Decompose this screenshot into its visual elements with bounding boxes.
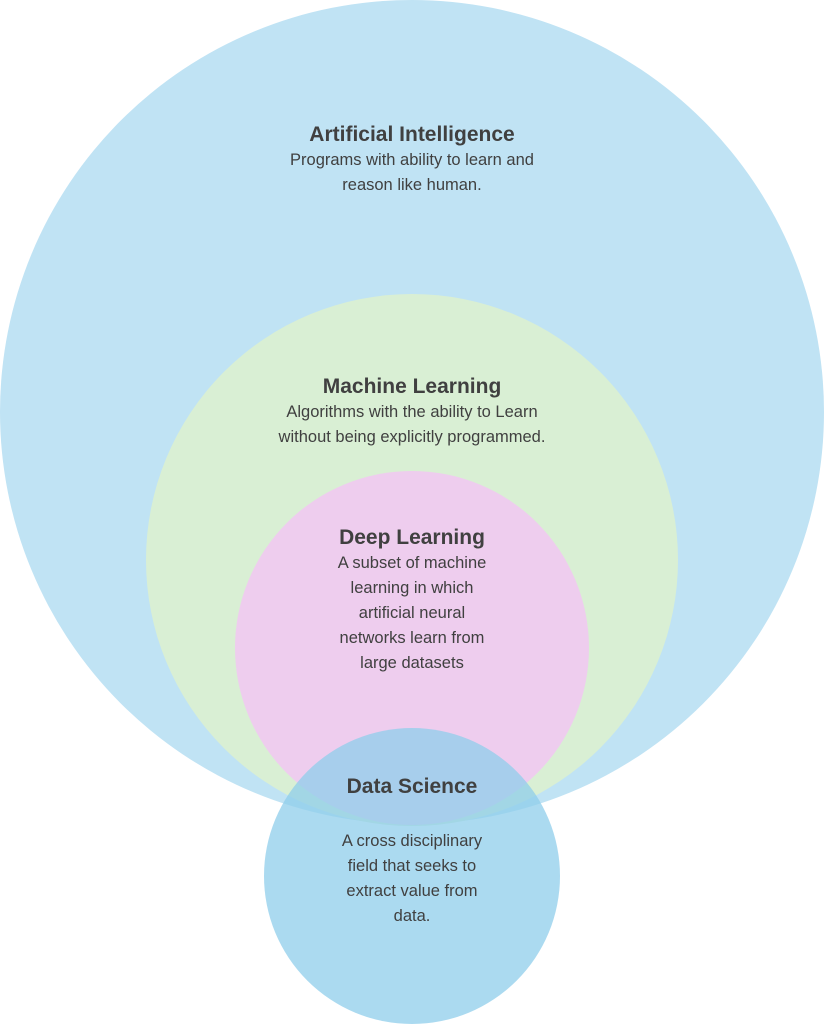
- deep-learning-desc-line-3: artificial neural: [358, 604, 466, 622]
- deep-learning-desc-line-1: A subset of machine: [337, 554, 487, 572]
- machine-learning-title: Machine Learning: [322, 375, 502, 398]
- data-science-description: A cross disciplinary field that seeks to…: [292, 829, 532, 929]
- machine-learning-desc-line-1: Algorithms with the ability to Learn: [286, 403, 538, 421]
- machine-learning-label: Machine Learning Algorithms with the abi…: [212, 374, 612, 450]
- data-science-label: Data Science: [292, 774, 532, 800]
- deep-learning-label: Deep Learning A subset of machine learni…: [292, 525, 532, 676]
- data-science-circle: [264, 728, 560, 1024]
- deep-learning-desc-line-5: large datasets: [360, 654, 464, 672]
- artificial-intelligence-label: Artificial Intelligence Programs with ab…: [212, 122, 612, 198]
- data-science-title: Data Science: [346, 775, 478, 798]
- data-science-desc-line-2: field that seeks to: [347, 857, 477, 875]
- deep-learning-circle: [235, 471, 589, 825]
- artificial-intelligence-desc-line-1: Programs with ability to learn and: [290, 151, 534, 169]
- deep-learning-title: Deep Learning: [339, 526, 485, 549]
- data-science-desc-line-3: extract value from: [346, 882, 478, 900]
- data-science-desc-line-1: A cross disciplinary: [341, 832, 483, 850]
- data-science-desc-line-4: data.: [393, 907, 431, 925]
- artificial-intelligence-desc-line-2: reason like human.: [342, 176, 482, 194]
- artificial-intelligence-title: Artificial Intelligence: [309, 123, 515, 146]
- deep-learning-desc-line-2: learning in which: [350, 579, 474, 597]
- machine-learning-desc-line-2: without being explicitly programmed.: [278, 428, 546, 446]
- deep-learning-desc-line-4: networks learn from: [339, 629, 485, 647]
